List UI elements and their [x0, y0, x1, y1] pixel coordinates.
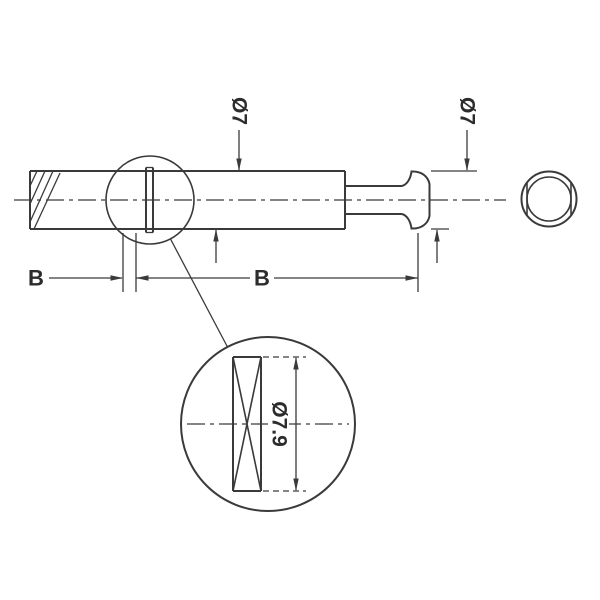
detail-circle — [180, 336, 356, 512]
arrowhead-right — [405, 275, 418, 281]
arrowhead-down — [464, 158, 470, 171]
dimension-head-diameter: Ø7 — [431, 97, 479, 263]
callout-leader-line — [169, 238, 229, 348]
label-background — [268, 398, 289, 450]
head-outline — [401, 170, 431, 230]
arrowhead-up — [434, 229, 440, 242]
profile-chamfer-line — [232, 356, 262, 492]
arrowhead-left — [136, 275, 149, 281]
part-side-view — [14, 166, 506, 234]
dimension-b-right: B — [135, 233, 419, 292]
end-view-outer-circle — [520, 170, 578, 228]
dimension-b-left: B — [28, 233, 124, 292]
dimension-body-diameter: Ø7 — [213, 97, 251, 263]
hatch-line — [29, 170, 54, 223]
hatch-line — [29, 170, 38, 187]
body-diameter-label: Ø7 — [228, 97, 251, 125]
arrowhead-down — [236, 158, 242, 171]
b-right-label: B — [254, 266, 270, 291]
arrowhead-up — [293, 357, 299, 370]
detail-callout — [105, 155, 229, 348]
dimension-ridge-diameter: Ø7.9 — [263, 356, 306, 492]
ridge-profile — [232, 356, 262, 492]
ridge-diameter-label: Ø7.9 — [268, 401, 291, 447]
ridge-groove-lines — [145, 166, 154, 234]
callout-circle — [105, 155, 195, 245]
b-left-label: B — [28, 266, 44, 291]
end-view — [520, 170, 578, 228]
arrowhead-right — [110, 275, 123, 281]
detail-view: Ø7.9 — [180, 336, 356, 512]
end-view-inner-circle — [526, 176, 572, 222]
section-hatching — [29, 170, 61, 230]
arrowhead-up — [213, 229, 219, 242]
hatch-line — [33, 172, 61, 230]
hatch-line — [29, 170, 46, 205]
label-background — [250, 265, 274, 291]
arrowhead-down — [293, 478, 299, 491]
head-diameter-label: Ø7 — [456, 97, 479, 125]
